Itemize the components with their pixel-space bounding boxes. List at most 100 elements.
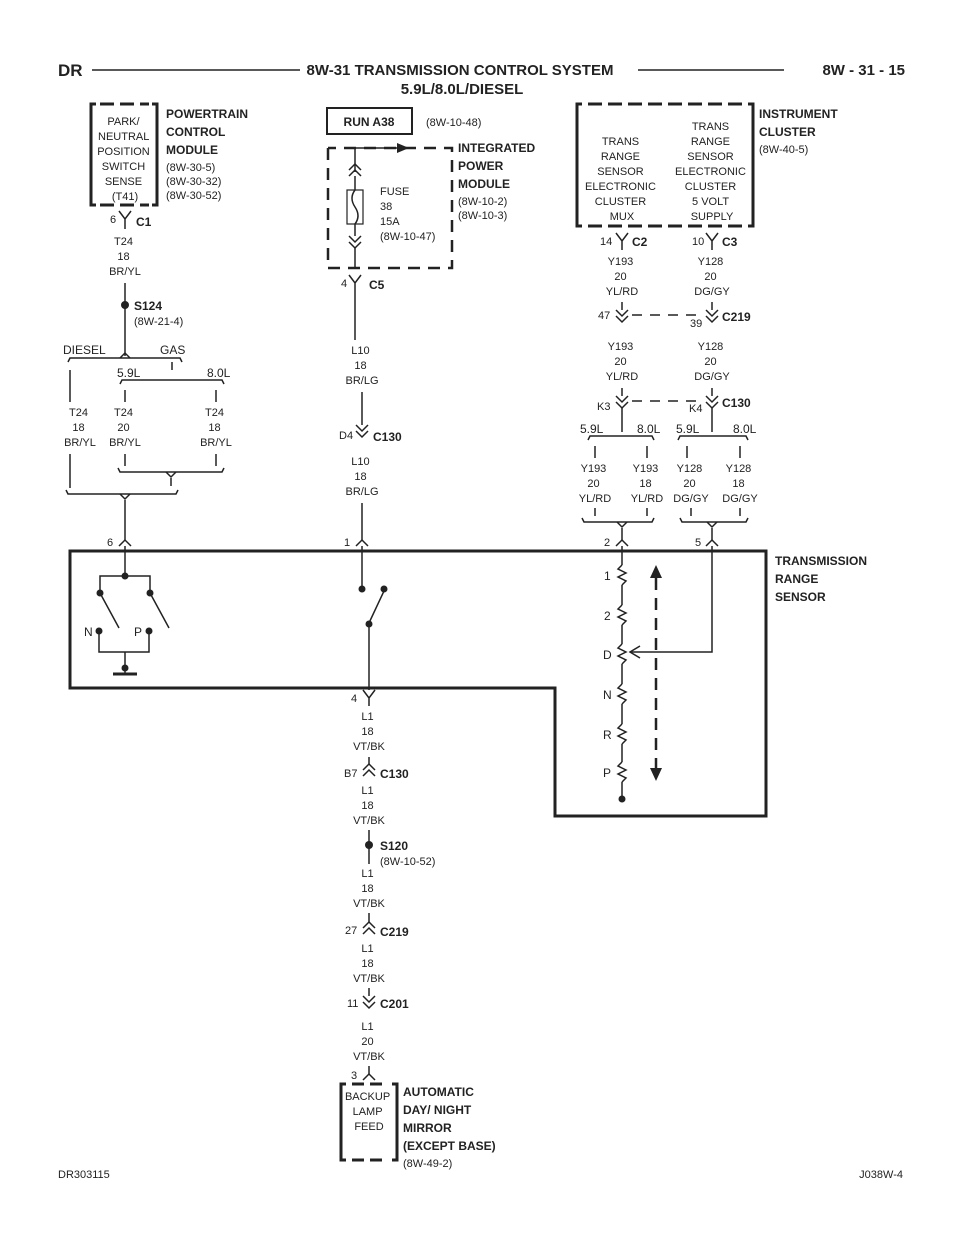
c130-symbol-right xyxy=(705,395,719,410)
trs-ground-bus xyxy=(98,634,150,653)
branch-59-80 xyxy=(119,379,225,385)
lower-w3-label: L1 18 VT/BK xyxy=(353,868,385,910)
splice-s124-group: S124 (8W-21-4) DIESEL GAS 5.9L 8.0L T24 … xyxy=(63,292,232,540)
c219-connector: C219 xyxy=(722,310,751,324)
trs-p-contact xyxy=(145,627,153,635)
cluster-pin1: 14 xyxy=(600,236,612,248)
trs-n-contact xyxy=(95,627,103,635)
trs-pos-n: N xyxy=(603,688,612,702)
cluster-ref: (8W-40-5) xyxy=(759,144,808,156)
trs-backup-contact-open xyxy=(380,585,388,593)
ipm-box xyxy=(326,146,454,270)
merge-59-80 xyxy=(117,467,225,473)
c130-pin1: K3 xyxy=(597,401,610,413)
trs-pin2: 2 xyxy=(604,537,610,549)
branch-59-wire-label: T24 20 BR/YL xyxy=(109,407,141,449)
trs-pos-p: P xyxy=(603,766,611,780)
cluster-w6-label: Y193 18 YL/RD xyxy=(631,463,663,505)
cluster-c2: C2 xyxy=(632,235,648,249)
pcm-connector-symbol xyxy=(118,210,132,229)
cluster-w8-label: Y128 18 DG/GY xyxy=(722,463,758,505)
label-gas: GAS xyxy=(160,343,185,357)
automatic-day-night-mirror: BACKUP LAMP FEED AUTOMATIC DAY/ NIGHT MI… xyxy=(339,1082,496,1170)
mirror-ref: (8W-49-2) xyxy=(403,1158,452,1170)
cluster-merge-left xyxy=(581,517,655,523)
cluster-l59a: 5.9L xyxy=(580,422,604,436)
header-subtitle: 5.9L/8.0L/DIESEL xyxy=(401,81,524,98)
cluster-pin2: 10 xyxy=(692,236,704,248)
pcm-refs: (8W-30-5) (8W-30-32) (8W-30-52) xyxy=(166,162,225,202)
cluster-merge-right-join xyxy=(706,521,718,529)
trs-pin1: 1 xyxy=(344,537,350,549)
header-page-number: 8W - 31 - 15 xyxy=(822,62,905,79)
pcm-box-brackets xyxy=(89,102,159,207)
run-a38-box xyxy=(326,107,413,135)
powertrain-control-module: PARK/ NEUTRAL POSITION SWITCH SENSE (T41… xyxy=(89,102,251,292)
cluster-l80a: 8.0L xyxy=(637,422,661,436)
cluster-w4-label: Y128 20 DG/GY xyxy=(694,341,730,383)
label-8-0l: 8.0L xyxy=(207,366,231,380)
ipm-c130-pin: D4 xyxy=(339,430,353,442)
pcm-title: POWERTRAIN CONTROL MODULE xyxy=(166,107,251,157)
lower-w2-label: L1 18 VT/BK xyxy=(353,785,385,827)
page-header: DR 8W-31 TRANSMISSION CONTROL SYSTEM 8W … xyxy=(58,61,905,98)
mirror-pin3-symbol xyxy=(362,1072,376,1081)
cluster-w3-label: Y193 20 YL/RD xyxy=(606,341,638,383)
cluster-mux-label: TRANS RANGE SENSOR ELECTRONIC CLUSTER MU… xyxy=(585,136,659,223)
c219-pin1: 47 xyxy=(598,310,610,322)
trs-np-bus xyxy=(99,575,151,592)
trs-pin4-symbol xyxy=(362,689,376,706)
page-footer: DR303115 J038W-4 xyxy=(58,1169,903,1181)
trs-p-switch-arm xyxy=(149,592,170,629)
lower-c219-connector: C219 xyxy=(380,925,409,939)
cluster-w5-label: Y193 20 YL/RD xyxy=(579,463,611,505)
c219-symbol-right xyxy=(705,309,719,324)
trs-pos-d: D xyxy=(603,648,612,662)
cluster-c3: C3 xyxy=(722,235,738,249)
backup-lamp-feed-circuit: 4 L1 18 VT/BK B7 C130 L1 18 VT/BK S120 (… xyxy=(344,689,435,1082)
lower-c130-connector: C130 xyxy=(380,767,409,781)
cluster-title: INSTRUMENT CLUSTER xyxy=(759,107,841,139)
branch-diesel-gas xyxy=(67,357,183,363)
mirror-pin3: 3 xyxy=(351,1070,357,1082)
ipm-wire1-label: L10 18 BR/LG xyxy=(345,345,378,387)
cluster-merge-right xyxy=(679,517,749,523)
lower-c130-symbol xyxy=(362,762,376,777)
merge-all xyxy=(65,489,179,495)
label-5-9l: 5.9L xyxy=(117,366,141,380)
ipm-wire2-label: L10 18 BR/LG xyxy=(345,456,378,498)
s124-ref: (8W-21-4) xyxy=(134,316,183,328)
trs-backup-contact-top xyxy=(358,585,366,593)
trs-n-label: N xyxy=(84,625,93,639)
header-title: 8W-31 TRANSMISSION CONTROL SYSTEM xyxy=(307,62,614,79)
trs-pin5-symbol xyxy=(705,538,719,547)
mirror-inner-label: BACKUP LAMP FEED xyxy=(345,1091,393,1133)
c130-symbol-left xyxy=(615,395,629,410)
cluster-merge-left-join xyxy=(616,521,628,529)
lower-c130-pin: B7 xyxy=(344,768,357,780)
fuse-element xyxy=(351,189,359,225)
cluster-c2-symbol xyxy=(615,232,629,250)
trs-resistor-n xyxy=(616,683,628,705)
c219-symbol-left xyxy=(615,309,629,324)
c130-pin2: K4 xyxy=(689,403,702,415)
lower-w5-label: L1 20 VT/BK xyxy=(353,1021,385,1063)
ipm-pin: 4 xyxy=(341,278,347,290)
lower-c219-symbol xyxy=(362,920,376,935)
trs-pos-r: R xyxy=(603,728,612,742)
trs-pin1-symbol xyxy=(355,538,369,547)
cluster-supply-label: TRANS RANGE SENSOR ELECTRONIC CLUSTER 5 … xyxy=(675,121,749,223)
trs-pos-2: 2 xyxy=(604,609,611,623)
lower-w4-label: L1 18 VT/BK xyxy=(353,943,385,985)
trs-pin6-symbol xyxy=(118,538,132,547)
ipm-conn-symbol-bottom xyxy=(348,235,362,250)
trs-wiper-wire xyxy=(630,546,713,653)
cluster-l80b: 8.0L xyxy=(733,422,757,436)
ipm-connector-c5: C5 xyxy=(369,278,385,292)
mirror-box-brackets xyxy=(339,1082,399,1162)
ipm-conn-symbol-top xyxy=(348,162,362,177)
branch-diesel-gas-join xyxy=(119,351,131,359)
ipm-c5-symbol xyxy=(348,274,362,340)
s124-label: S124 xyxy=(134,299,162,313)
merge-all-join xyxy=(119,493,131,501)
